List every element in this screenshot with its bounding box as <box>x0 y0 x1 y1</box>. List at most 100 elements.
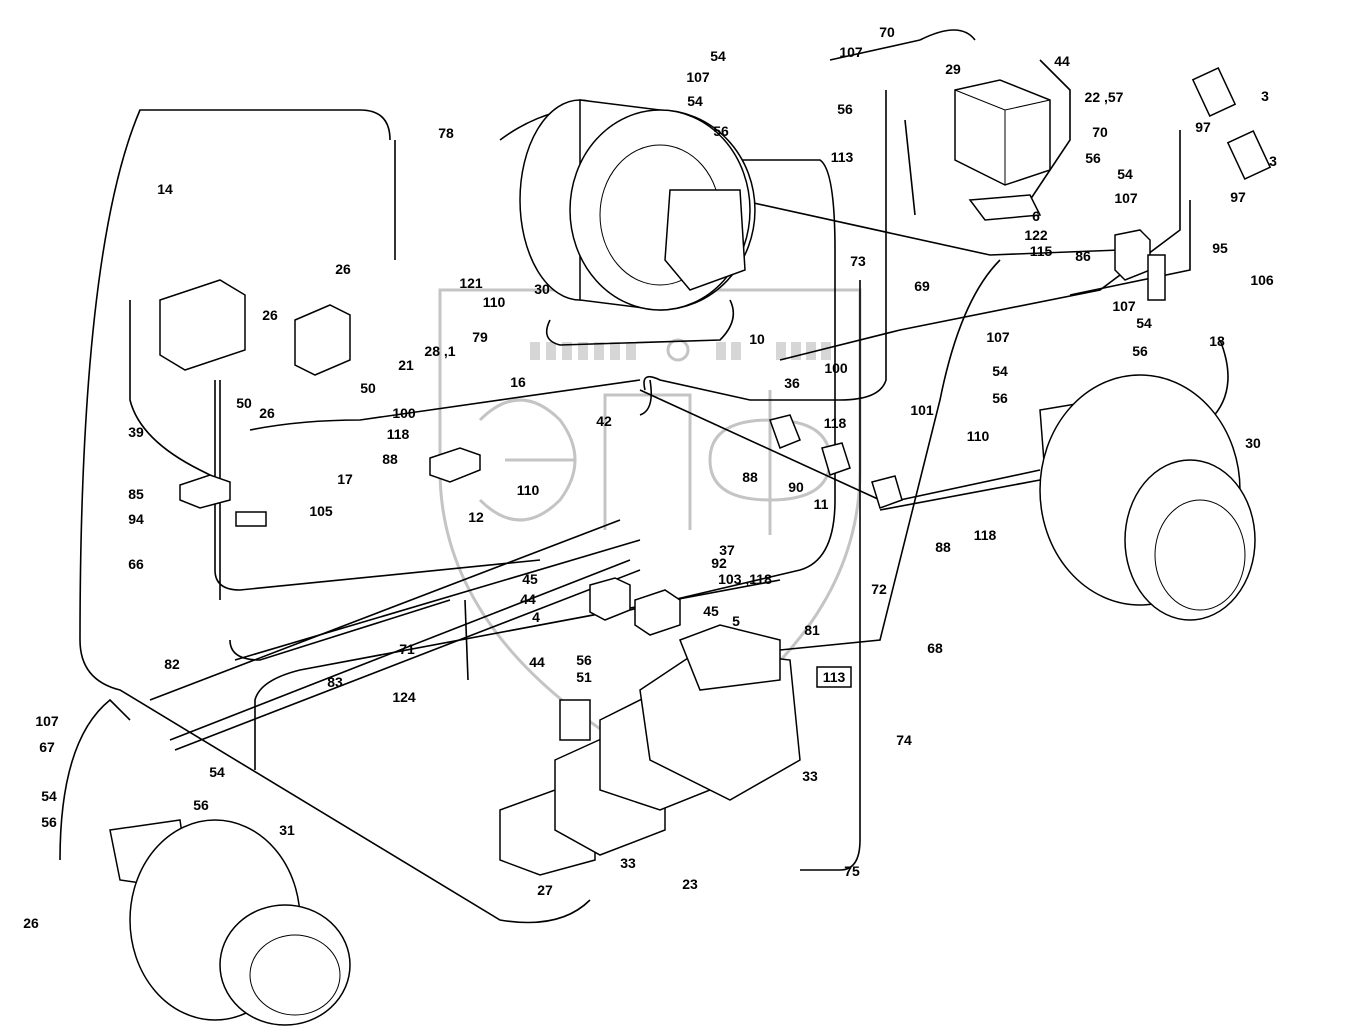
callout-label: 88 <box>742 469 758 485</box>
watermark-small-lettering <box>530 342 831 360</box>
callout-label: 26 <box>259 405 275 421</box>
callout-label: 97 <box>1195 119 1211 135</box>
callout-label: 56 <box>41 814 57 830</box>
callout-label: 36 <box>784 375 800 391</box>
callout-label: 90 <box>788 479 804 495</box>
callout-label: 50 <box>360 380 376 396</box>
callout-label: 44 <box>520 591 536 607</box>
callout-label: 44 <box>1054 53 1070 69</box>
callout-label: 103 ,118 <box>718 571 772 587</box>
callout-label: 33 <box>620 855 636 871</box>
callout-label: 70 <box>879 24 895 40</box>
callout-label: 14 <box>157 181 173 197</box>
callout-label: 18 <box>1209 333 1225 349</box>
callout-label: 74 <box>896 732 912 748</box>
callout-label: 54 <box>710 48 726 64</box>
callout-label: 56 <box>837 101 853 117</box>
callout-label: 23 <box>682 876 698 892</box>
callout-label: 86 <box>1075 248 1091 264</box>
callout-label: 31 <box>279 822 295 838</box>
callout-label: 113 <box>831 149 854 165</box>
callout-label: 30 <box>1245 435 1261 451</box>
fittings <box>159 66 1272 681</box>
callout-label: 45 <box>522 571 538 587</box>
callout-label: 56 <box>992 390 1008 406</box>
callout-label: 6 <box>1032 208 1040 224</box>
callout-label: 54 <box>41 788 57 804</box>
callout-label: 78 <box>438 125 454 141</box>
boxed-callout-label: 113 <box>823 669 846 685</box>
callout-label: 11 <box>814 496 829 512</box>
callout-label: 88 <box>935 539 951 555</box>
callout-label: 67 <box>39 739 55 755</box>
callout-label: 95 <box>1212 240 1228 256</box>
wheel-motor-top <box>519 99 756 311</box>
callout-label: 26 <box>335 261 351 277</box>
callout-label: 110 <box>967 428 990 444</box>
callout-label: 107 <box>1112 298 1136 314</box>
callout-label: 118 <box>824 415 847 431</box>
callout-label: 73 <box>850 253 866 269</box>
callout-label: 16 <box>510 374 526 390</box>
callout-label: 50 <box>236 395 252 411</box>
callout-label: 26 <box>23 915 39 931</box>
callout-label: 115 <box>1030 243 1053 259</box>
callout-label: 10 <box>749 331 765 347</box>
callout-label: 105 <box>309 503 333 519</box>
callout-label: 33 <box>802 768 818 784</box>
callout-label: 107 <box>1114 190 1138 206</box>
hydraulic-pump <box>499 624 801 876</box>
callout-label: 118 <box>974 527 997 543</box>
callout-label: 5 <box>732 613 740 629</box>
wheel-motor-right <box>1039 374 1256 621</box>
callout-label: 26 <box>262 307 278 323</box>
wheel-motor-bottom-left <box>109 819 351 1026</box>
callout-label: 17 <box>337 471 353 487</box>
callout-label: 44 <box>529 654 545 670</box>
callout-label: 4 <box>532 609 540 625</box>
callout-label: 101 <box>910 402 934 418</box>
callout-label: 70 <box>1092 124 1108 140</box>
callout-label: 100 <box>392 405 416 421</box>
callout-label: 3 <box>1261 88 1269 104</box>
callout-label: 110 <box>517 482 540 498</box>
callout-label: 22 ,57 <box>1085 89 1124 105</box>
callout-label: 56 <box>576 652 592 668</box>
callout-label: 100 <box>824 360 848 376</box>
control-valve <box>954 79 1051 221</box>
callout-label: 54 <box>992 363 1008 379</box>
callout-label: 42 <box>596 413 612 429</box>
callout-label: 72 <box>871 581 887 597</box>
callout-label: 56 <box>1132 343 1148 359</box>
callout-label: 54 <box>1117 166 1133 182</box>
callout-label: 122 <box>1024 227 1048 243</box>
hydraulic-hoses <box>59 29 1229 924</box>
callout-label: 3 <box>1269 153 1277 169</box>
callout-label: 29 <box>945 61 961 77</box>
callout-label: 69 <box>914 278 930 294</box>
callout-label: 92 <box>711 555 727 571</box>
callout-label: 94 <box>128 511 144 527</box>
callout-label: 75 <box>844 863 860 879</box>
callout-label: 121 <box>459 275 483 291</box>
callout-label: 37 <box>719 542 735 558</box>
callout-label: 28 ,1 <box>424 343 455 359</box>
callout-label: 110 <box>483 294 506 310</box>
callout-label: 124 <box>392 689 416 705</box>
callout-label: 56 <box>713 123 729 139</box>
callout-label: 97 <box>1230 189 1246 205</box>
callout-label: 54 <box>209 764 225 780</box>
boxed-label-frame <box>816 666 852 688</box>
callout-label: 68 <box>927 640 943 656</box>
callout-label: 83 <box>327 674 343 690</box>
callout-label: 45 <box>703 603 719 619</box>
callout-label: 85 <box>128 486 144 502</box>
callout-label: 21 <box>398 357 414 373</box>
callout-label: 107 <box>35 713 59 729</box>
callout-label: 88 <box>382 451 398 467</box>
callout-label: 56 <box>1085 150 1101 166</box>
callout-label: 39 <box>128 424 144 440</box>
